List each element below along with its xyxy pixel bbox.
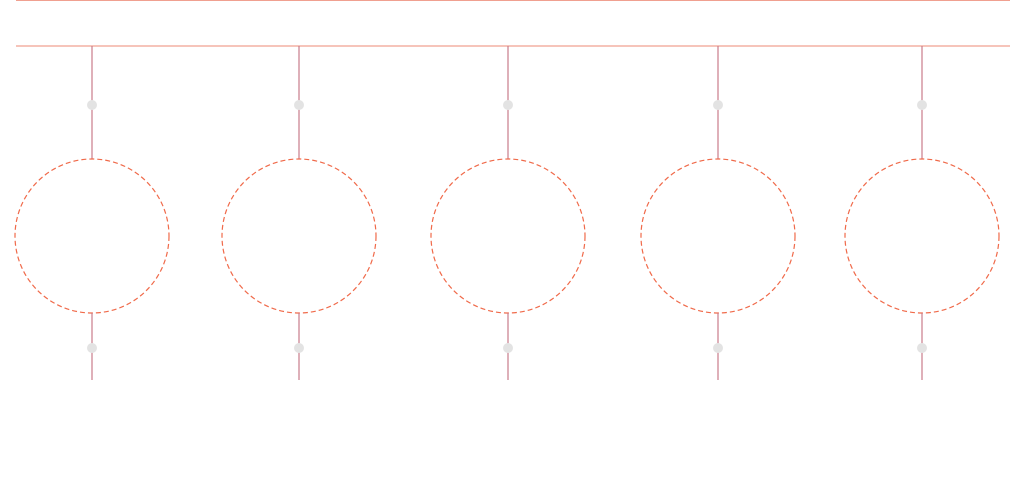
node-4 (640, 46, 796, 380)
node-1 (14, 46, 170, 380)
node-2 (221, 46, 377, 380)
dashed-circle (14, 158, 170, 314)
upper-joint-dot (87, 100, 97, 110)
upper-joint-dot (917, 100, 927, 110)
dashed-circle (221, 158, 377, 314)
dashed-circle (430, 158, 586, 314)
upper-joint-dot (503, 100, 513, 110)
upper-joint-dot (713, 100, 723, 110)
lower-joint-dot (713, 343, 723, 353)
nodes-layer (14, 46, 1000, 380)
dashed-circle (844, 158, 1000, 314)
upper-joint-dot (294, 100, 304, 110)
lower-joint-dot (87, 343, 97, 353)
dashed-circle (640, 158, 796, 314)
node-3 (430, 46, 586, 380)
node-5 (844, 46, 1000, 380)
lower-joint-dot (917, 343, 927, 353)
lower-joint-dot (503, 343, 513, 353)
lower-joint-dot (294, 343, 304, 353)
